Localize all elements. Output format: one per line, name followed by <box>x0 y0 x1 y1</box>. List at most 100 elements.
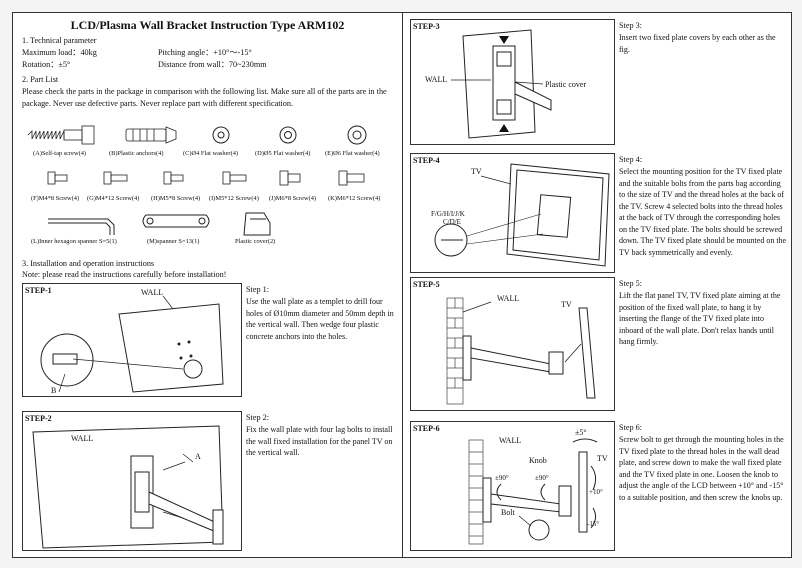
step6-callout-bolt: Bolt <box>501 508 515 517</box>
step4-label: STEP-4 <box>413 156 440 165</box>
part-label-a: (A)Self-tap screw(4) <box>33 150 87 157</box>
step4-callout-screws: F/G/H/I/J/K <box>431 210 465 218</box>
part-label-l: (L)Inner hexagon spanner S=5(1) <box>31 238 117 245</box>
step6-label: STEP-6 <box>413 424 440 433</box>
step1-callout-wall: WALL <box>141 288 164 297</box>
step6-callout-tilt-up: +10° <box>589 488 603 496</box>
step2-callout-a: A <box>195 452 201 461</box>
plastic-anchor-icon <box>125 126 177 144</box>
brick-wall-shape <box>468 439 484 545</box>
tech-max-load: Maximum load：40kg <box>22 48 97 57</box>
wall-plate-shape <box>492 45 516 121</box>
hex-spanner-icon <box>48 218 115 235</box>
step4-text: Select the mounting position for the TV … <box>619 167 787 257</box>
parts-row1-drawings <box>27 125 367 145</box>
step6-title: Step 6: <box>619 423 642 432</box>
wall-surface-shape <box>118 303 224 393</box>
step4-callout-tv: TV <box>471 167 482 176</box>
step2-title: Step 2: <box>246 413 269 422</box>
step6-callout-knob: Knob <box>529 456 547 465</box>
instruction-sheet: LCD/Plasma Wall Bracket Instruction Type… <box>12 12 792 558</box>
step1-callout-b: B <box>51 386 57 395</box>
part-label-c: (C)Ø4 Flat washer(4) <box>183 150 239 157</box>
step3-label: STEP-3 <box>413 22 440 31</box>
parts-heading: 2. Part List <box>22 75 59 84</box>
step4-title: Step 4: <box>619 155 642 164</box>
tv-panel-shape <box>578 451 588 533</box>
part-label-m: (M)spanner S=13(1) <box>147 238 200 245</box>
tilt-up-arc-icon <box>590 465 597 491</box>
step4-callout-washers: C/D/E <box>443 218 461 226</box>
step1-title: Step 1: <box>246 285 269 294</box>
part-label-g: (G)M4*12 Screw(4) <box>87 195 140 202</box>
step2-text: Fix the wall plate with four lag bolts t… <box>246 425 393 457</box>
step2-label: STEP-2 <box>25 414 52 423</box>
tv-plate-shape <box>536 194 572 238</box>
rotation-arc-icon <box>572 438 598 443</box>
step6-callout-swivel2: ±90° <box>535 474 549 482</box>
step2-figure: STEP-2 WALL A <box>22 411 242 551</box>
arrow-down-icon <box>499 26 509 44</box>
step6-text: Screw bolt to get through the mounting h… <box>619 435 784 502</box>
tech-heading: 1. Technical parameter <box>22 36 97 45</box>
tech-pitching: Pitching angle：+10°～-15° <box>158 48 252 57</box>
column-divider <box>402 13 403 557</box>
step6-figure: STEP-6 WALL ±5° Knob TV ±90° ±90° + <box>410 421 615 551</box>
screw-i-icon <box>222 171 247 185</box>
screw-h-icon <box>163 171 184 185</box>
step5-label: STEP-5 <box>413 280 440 289</box>
part-label-b: (B)Plastic anchors(4) <box>109 150 164 157</box>
part-label-cover: Plastic cover(2) <box>235 238 276 245</box>
step1-label: STEP-1 <box>25 286 52 295</box>
step5-figure: STEP-5 WALL TV <box>410 277 615 411</box>
step6-callout-tilt-down: -15° <box>587 520 600 528</box>
install-note: Note: please read the instructions caref… <box>22 270 227 279</box>
tilt-down-arc-icon <box>590 507 597 529</box>
parts-note-line1: Please check the parts in the package in… <box>22 87 387 96</box>
wall-surface-shape <box>32 425 224 549</box>
step4-figure: STEP-4 TV F/G/H/I/J/K C/D/E <box>410 153 615 273</box>
swivel-arc-icon <box>540 483 546 501</box>
step3-text: Insert two fixed plate covers by each ot… <box>619 33 776 54</box>
step5-callout-tv: TV <box>561 300 572 309</box>
step2-callout-wall: WALL <box>71 434 94 443</box>
document-title: LCD/Plasma Wall Bracket Instruction Type… <box>70 18 345 32</box>
screw-k-icon <box>338 170 365 186</box>
parts-row3-drawings <box>48 212 271 236</box>
step3-callout-wall: WALL <box>425 75 448 84</box>
part-label-h: (H)M5*8 Screw(4) <box>151 195 201 202</box>
part-label-j: (J)M6*8 Screw(4) <box>269 195 317 202</box>
part-label-i: (I)M5*12 Screw(4) <box>209 195 259 202</box>
swivel-arc-icon <box>496 483 502 501</box>
step5-text: Lift the flat panel TV, TV fixed plate a… <box>619 291 781 346</box>
screw-j-icon <box>279 170 301 186</box>
parts-row2-drawings <box>47 170 365 186</box>
tech-distance: Distance from wall：70~230mm <box>158 60 267 69</box>
tech-rotation: Rotation：±5° <box>22 60 71 69</box>
brick-wall-shape <box>446 297 464 405</box>
arrow-up-icon <box>499 124 509 140</box>
plastic-cover-icon <box>243 212 271 236</box>
step6-callout-wall: WALL <box>499 436 522 445</box>
washer-c-icon <box>212 126 230 144</box>
screw-g-icon <box>103 171 128 185</box>
part-label-d: (D)Ø5 Flat washer(4) <box>255 150 311 157</box>
spanner-icon <box>142 214 210 228</box>
step1-text: Use the wall plate as a templet to drill… <box>246 297 394 341</box>
self-tap-screw-icon <box>27 125 95 145</box>
step1-figure: STEP-1 WALL B <box>22 283 242 397</box>
washer-d-icon <box>279 126 297 144</box>
washer-e-icon <box>347 125 367 145</box>
step6-callout-swivel1: ±90° <box>495 474 509 482</box>
step5-title: Step 5: <box>619 279 642 288</box>
tv-panel-shape <box>578 307 596 399</box>
step3-title: Step 3: <box>619 21 642 30</box>
part-label-e: (E)Ø6 Flat washer(4) <box>325 150 380 157</box>
wall-plate-shape <box>130 455 154 529</box>
screw-f-icon <box>47 171 68 185</box>
step3-callout-cover: Plastic cover <box>545 80 587 89</box>
magnified-hole-circle <box>40 333 94 387</box>
part-label-k: (K)M6*12 Screw(4) <box>328 195 381 202</box>
step3-figure: STEP-3 WALL Plastic cover <box>410 19 615 145</box>
parts-note-line2: package. Never use defective parts. Neve… <box>22 99 294 108</box>
